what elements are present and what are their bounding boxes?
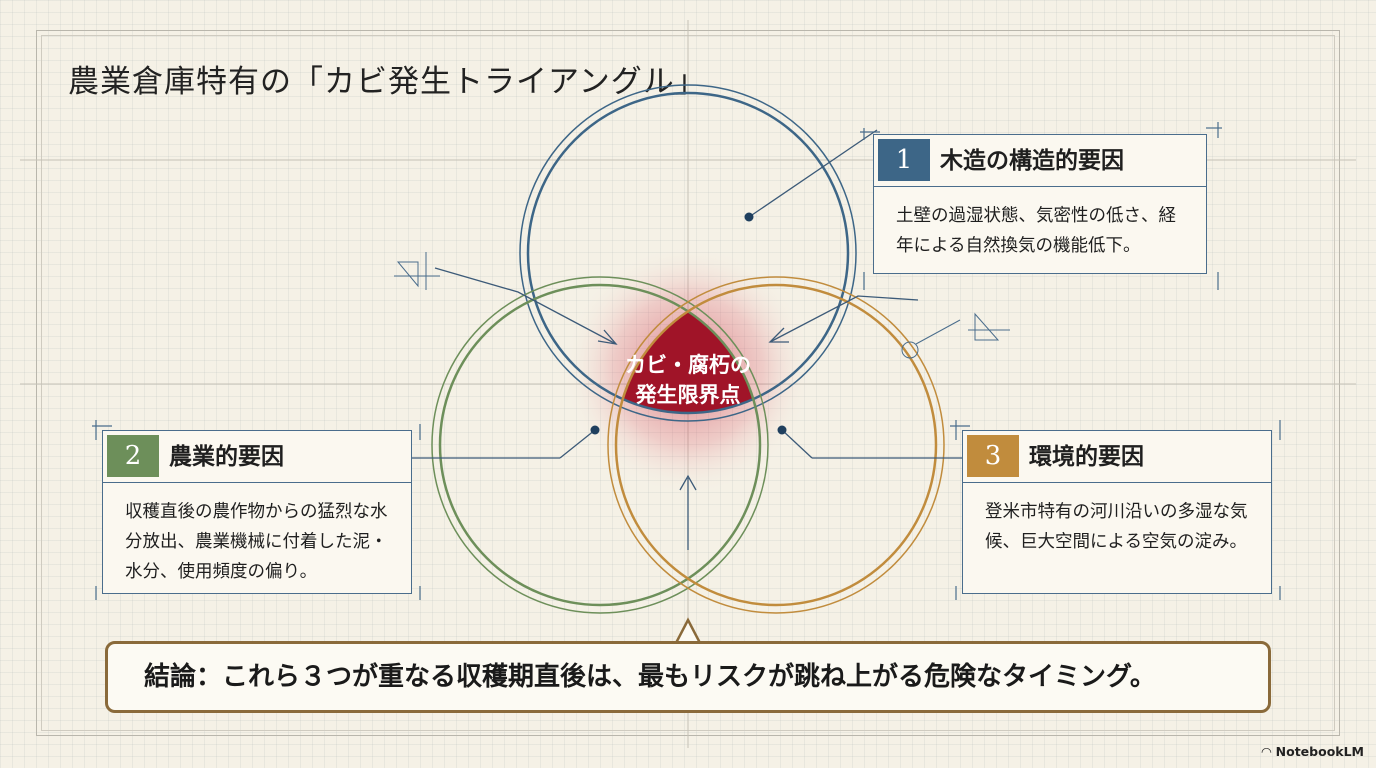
factor-description: 収穫直後の農作物からの猛烈な水分放出、農業機械に付着した泥・水分、使用頻度の偏り… [125, 502, 388, 582]
notebooklm-icon: ◠ [1261, 744, 1272, 759]
page-title: 農業倉庫特有の「カビ発生トライアングル」 [68, 64, 707, 100]
notebooklm-logo: ◠ NotebookLM [1262, 744, 1364, 759]
conclusion-pointer [674, 617, 702, 644]
logo-text: NotebookLM [1275, 744, 1364, 759]
center-label-line2: 発生限界点 [635, 383, 741, 407]
intersection-fill [616, 285, 760, 413]
pointer-arrows [434, 267, 919, 550]
factor-description: 登米市特有の河川沿いの多湿な気候、巨大空間による空気の淀み。 [985, 502, 1248, 552]
corner-ticks [92, 122, 1281, 600]
factor-box-structural: 1 木造の構造的要因 土壁の過湿状態、気密性の低さ、経年による自然換気の機能低下… [873, 134, 1207, 274]
factor-box-environmental: 3 環境的要因 登米市特有の河川沿いの多湿な気候、巨大空間による空気の淀み。 [962, 430, 1272, 594]
factor-number-badge: 1 [878, 139, 930, 181]
connector-dots [590, 212, 787, 435]
center-label-line1: カビ・腐朽の [625, 353, 751, 377]
circle-top [519, 84, 857, 422]
factor-number-badge: 2 [107, 435, 159, 477]
factor-box-header: 2 農業的要因 [103, 431, 411, 483]
factor-box-agricultural: 2 農業的要因 収穫直後の農作物からの猛烈な水分放出、農業機械に付着した泥・水分… [102, 430, 412, 594]
circle-right [607, 276, 945, 614]
circle-left [431, 276, 769, 614]
conclusion-text: 結論：これら３つが重なる収穫期直後は、最もリスクが跳ね上がる危険なタイミング。 [144, 662, 1156, 692]
factor-box-header: 1 木造の構造的要因 [874, 135, 1206, 187]
center-label: カビ・腐朽の 発生限界点 [598, 350, 778, 410]
factor-title: 木造の構造的要因 [940, 148, 1124, 174]
conclusion-box: 結論：これら３つが重なる収穫期直後は、最もリスクが跳ね上がる危険なタイミング。 [105, 641, 1271, 713]
factor-number-badge: 3 [967, 435, 1019, 477]
connectors [410, 129, 965, 459]
drafting-marks [394, 252, 1010, 359]
factor-box-header: 3 環境的要因 [963, 431, 1271, 483]
factor-title: 環境的要因 [1029, 444, 1144, 470]
factor-title: 農業的要因 [169, 444, 284, 470]
factor-description: 土壁の過湿状態、気密性の低さ、経年による自然換気の機能低下。 [896, 206, 1176, 256]
